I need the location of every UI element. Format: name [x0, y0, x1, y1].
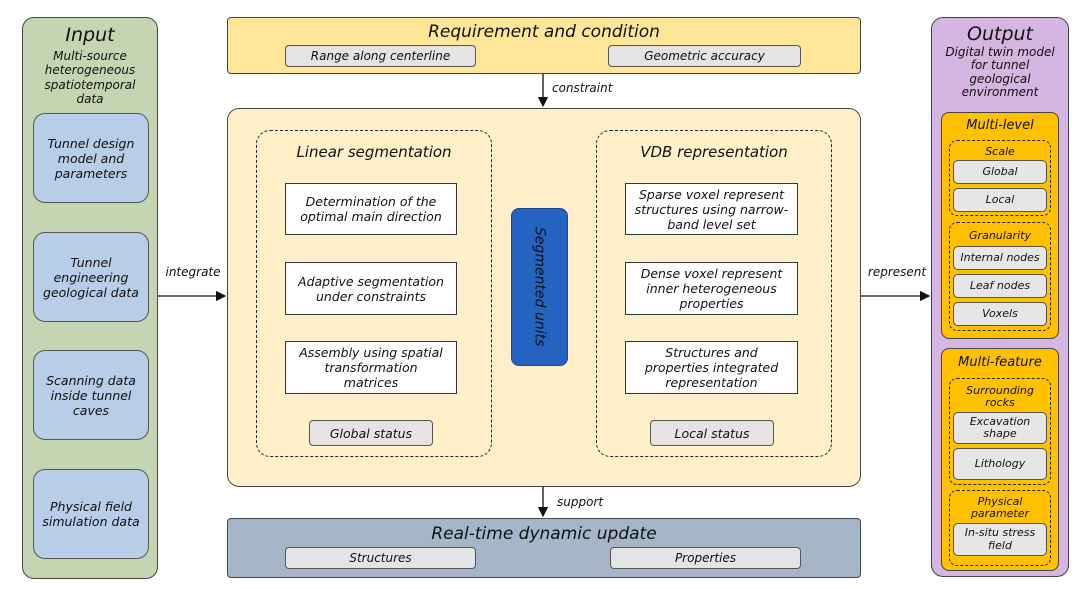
multi-level-group — [941, 112, 1059, 339]
input-title: Input — [65, 24, 115, 46]
rocks-item: Excavation shape — [953, 412, 1047, 444]
integrate-label: integrate — [165, 265, 221, 279]
update-item: Properties — [610, 547, 801, 569]
vdb-step: Dense voxel represent inner heterogeneou… — [625, 262, 798, 315]
surrounding-rocks-group — [949, 378, 1051, 485]
linear-segmentation-group — [256, 130, 492, 457]
input-item: Scanning data inside tunnel caves — [33, 350, 149, 440]
scale-group — [949, 140, 1051, 216]
granularity-item: Internal nodes — [953, 246, 1047, 270]
requirement-item: Range along centerline — [285, 45, 476, 67]
linear-step: Assembly using spatial transformation ma… — [285, 341, 457, 394]
rocks-item: Lithology — [953, 448, 1047, 480]
segmented-units: Segmented units — [511, 208, 568, 366]
requirement-item: Geometric accuracy — [608, 45, 801, 67]
local-status: Local status — [650, 420, 774, 446]
vdb-title: VDB representation — [640, 143, 788, 161]
granularity-title: Granularity — [969, 229, 1031, 242]
vdb-step: Sparse voxel represent structures using … — [625, 183, 798, 235]
update-item: Structures — [285, 547, 476, 569]
constraint-label: constraint — [552, 81, 613, 95]
scale-title: Scale — [985, 145, 1015, 158]
global-status: Global status — [309, 420, 433, 446]
physical-item: In-situ stress field — [953, 523, 1047, 556]
output-title: Output — [967, 23, 1033, 45]
update-title: Real-time dynamic update — [431, 524, 657, 544]
vdb-step: Structures and properties integrated rep… — [625, 341, 798, 394]
linear-step: Determination of the optimal main direct… — [285, 183, 457, 235]
linear-step: Adaptive segmentation under constraints — [285, 262, 457, 315]
scale-item: Global — [953, 160, 1047, 184]
physical-parameter-title: Physical parameter — [970, 495, 1030, 521]
input-item: Tunnel engineering geological data — [33, 232, 149, 322]
input-item: Physical field simulation data — [33, 469, 149, 559]
linear-title: Linear segmentation — [296, 143, 452, 161]
multi-feature-title: Multi-feature — [958, 355, 1042, 370]
physical-parameter-group — [949, 490, 1051, 566]
granularity-item: Voxels — [953, 302, 1047, 326]
input-subtitle: Multi-source heterogeneous spatiotempora… — [44, 49, 136, 107]
input-item: Tunnel design model and parameters — [33, 113, 149, 203]
requirement-title: Requirement and condition — [428, 22, 660, 42]
segmented-units-label: Segmented units — [531, 227, 548, 347]
granularity-group — [949, 222, 1051, 331]
scale-item: Local — [953, 188, 1047, 212]
represent-label: represent — [867, 265, 927, 279]
granularity-item: Leaf nodes — [953, 274, 1047, 298]
vdb-representation-group — [596, 130, 832, 457]
output-subtitle: Digital twin model for tunnel geological… — [945, 45, 1055, 100]
multi-level-title: Multi-level — [966, 118, 1034, 133]
surrounding-rocks-title: Surrounding rocks — [966, 384, 1034, 410]
support-label: support — [557, 495, 604, 509]
